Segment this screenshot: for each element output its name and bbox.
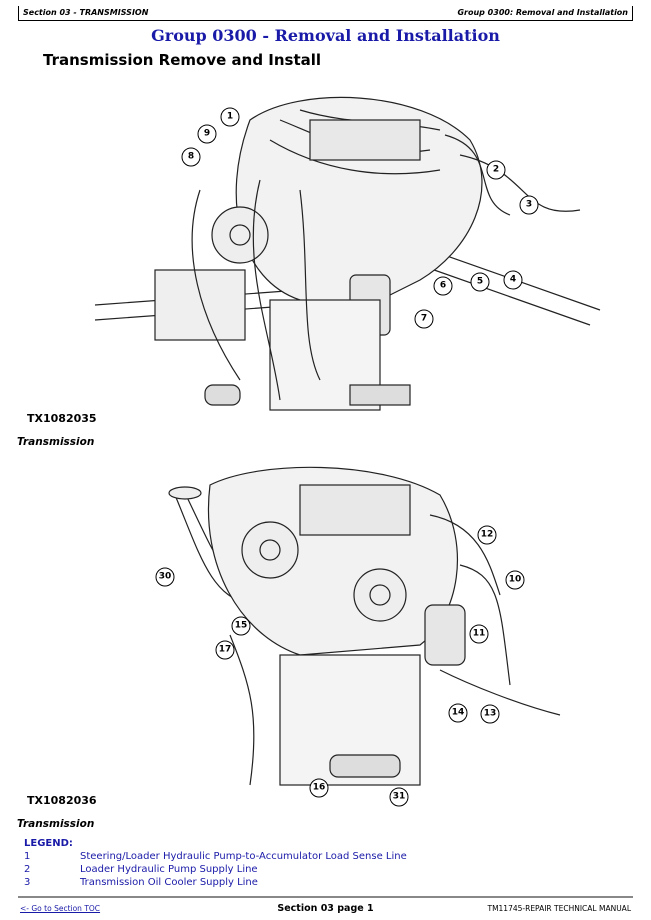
legend-number: 1 [24,851,31,862]
legend-number: 2 [24,864,31,875]
callout-8: 8 [181,147,201,167]
manual-name: TM11745-REPAIR TECHNICAL MANUAL [487,904,631,913]
group-title: Group 0300 - Removal and Installation [151,26,500,45]
callout-16: 16 [309,778,329,798]
callout-13: 13 [480,704,500,724]
section-toc-link[interactable]: <- Go to Section TOC [20,904,101,913]
callout-14: 14 [448,703,468,723]
header-section: Section 03 - TRANSMISSION [23,8,149,17]
legend-number: 3 [24,877,31,888]
legend-heading: LEGEND: [24,838,73,849]
figure-id-1: TX1082035 [27,412,97,425]
transmission-illustration-2 [168,466,561,786]
legend: LEGEND: 1 Steering/Loader Hydraulic Pump-… [24,838,407,889]
callout-11: 11 [469,624,489,644]
callout-15: 15 [231,616,251,636]
figure-caption-1: Transmission [17,436,95,448]
legend-item: 2 Loader Hydraulic Pump Supply Line [24,863,407,876]
legend-item: 3 Transmission Oil Cooler Supply Line [24,876,407,889]
callout-1: 1 [220,107,240,127]
page-footer: <- Go to Section TOC Section 03 page 1 T… [18,896,633,918]
page-header: Section 03 - TRANSMISSION Group 0300: Re… [18,6,633,21]
callout-3: 3 [519,195,539,215]
section-subtitle: Transmission Remove and Install [43,51,322,69]
callout-31: 31 [389,787,409,807]
callout-10: 10 [505,570,525,590]
callout-30: 30 [155,567,175,587]
callout-4: 4 [503,270,523,290]
figure-id-2: TX1082036 [27,794,97,807]
callout-17: 17 [215,640,235,660]
callout-9: 9 [197,124,217,144]
callout-6: 6 [433,276,453,296]
callout-12: 12 [477,525,497,545]
callout-7: 7 [414,309,434,329]
header-group: Group 0300: Removal and Installation [457,8,628,17]
legend-text: Transmission Oil Cooler Supply Line [80,877,258,888]
callout-5: 5 [470,272,490,292]
page-number: Section 03 page 1 [277,903,374,914]
callout-2: 2 [486,160,506,180]
transmission-illustration-1 [94,96,601,411]
figure-caption-2: Transmission [17,818,95,830]
legend-text: Loader Hydraulic Pump Supply Line [80,864,258,875]
legend-text: Steering/Loader Hydraulic Pump-to-Accumu… [80,851,407,862]
legend-item: 1 Steering/Loader Hydraulic Pump-to-Accum… [24,850,407,863]
